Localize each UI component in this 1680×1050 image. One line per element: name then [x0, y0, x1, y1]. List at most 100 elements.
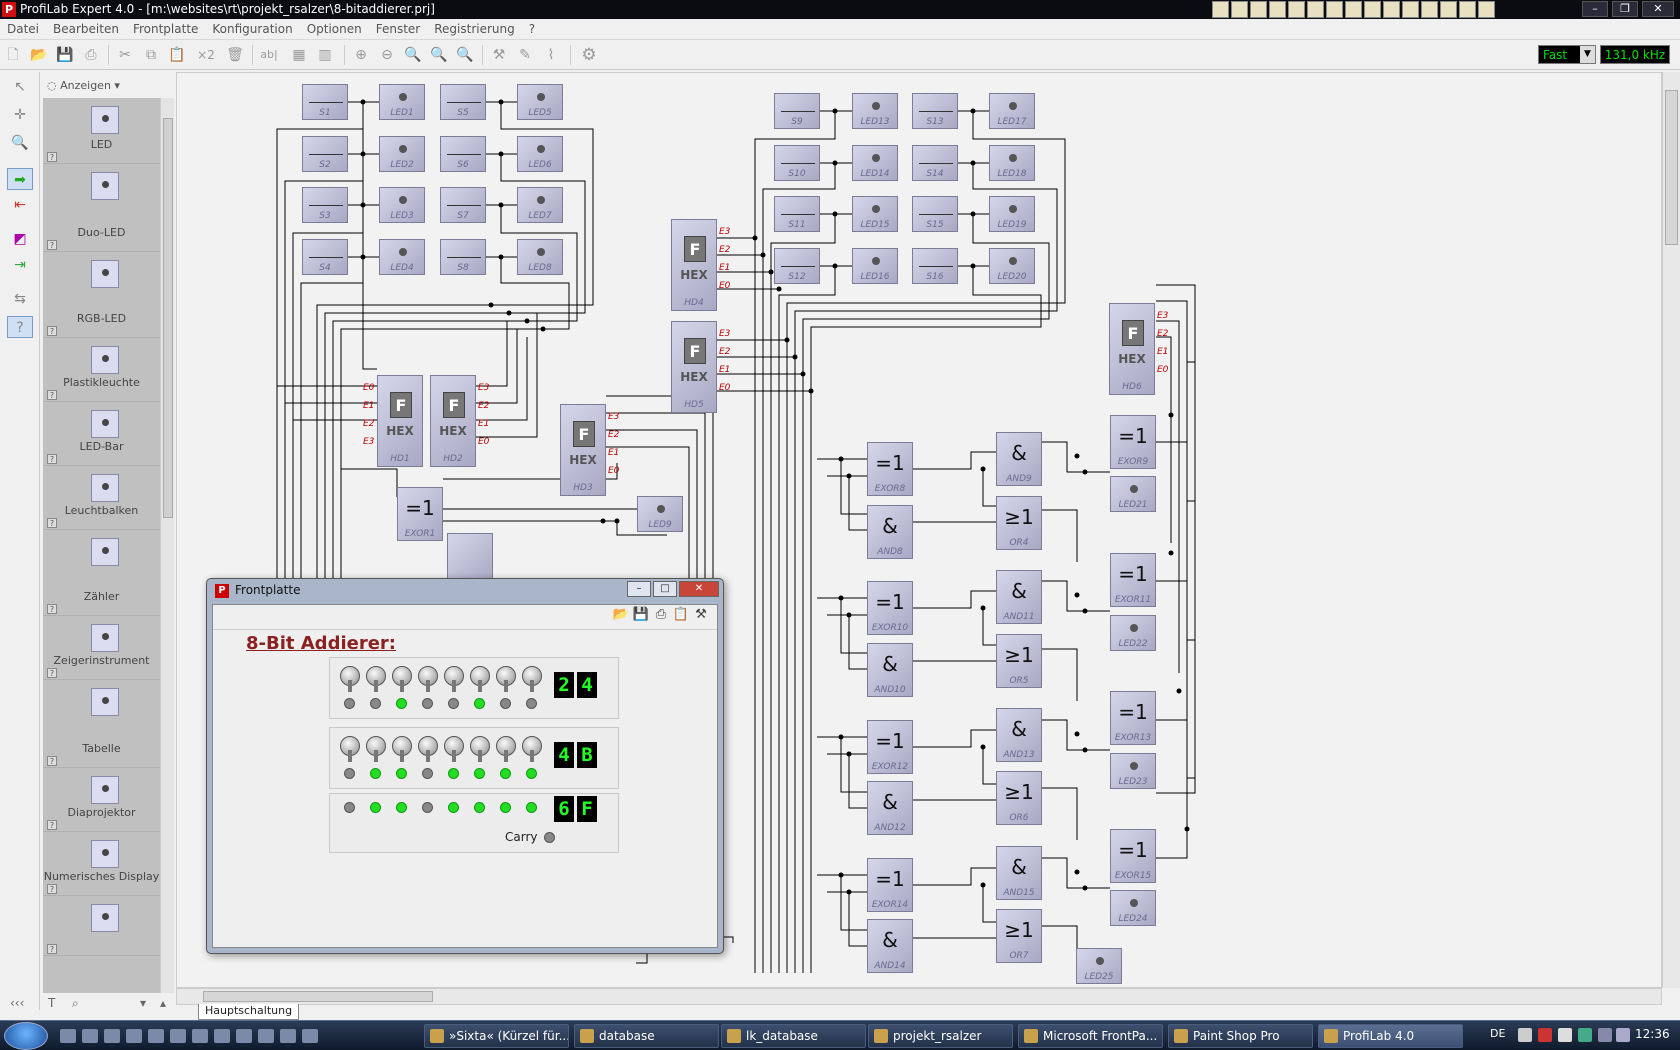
- led-LED20[interactable]: LED20: [989, 248, 1035, 284]
- gate-AND13[interactable]: &AND13: [996, 708, 1042, 762]
- taskbar-button[interactable]: »Sixta« (Kürzel für...: [424, 1024, 569, 1048]
- toggle-switch[interactable]: [366, 736, 386, 770]
- quicklaunch-icon[interactable]: [82, 1029, 98, 1043]
- arrow-up-icon[interactable]: ▴: [160, 996, 167, 1010]
- toggle-switch[interactable]: [340, 736, 360, 770]
- toggle-switch[interactable]: [418, 736, 438, 770]
- menu-frontplatte[interactable]: Frontplatte: [132, 22, 199, 36]
- library-item[interactable]: Duo-LED?: [43, 164, 160, 252]
- gate-AND8[interactable]: &AND8: [867, 505, 913, 559]
- quicklaunch-icon[interactable]: [104, 1029, 120, 1043]
- firefox-icon[interactable]: [170, 1029, 186, 1043]
- toggle-switch[interactable]: [470, 666, 490, 700]
- help-icon[interactable]: ?: [47, 152, 57, 162]
- led-LED5[interactable]: LED5: [517, 84, 563, 120]
- led-LED24[interactable]: LED24: [1110, 890, 1156, 926]
- led-LED17[interactable]: LED17: [989, 93, 1035, 129]
- menu-konfiguration[interactable]: Konfiguration: [212, 22, 293, 36]
- menu-datei[interactable]: Datei: [7, 22, 40, 36]
- led-LED6[interactable]: LED6: [517, 136, 563, 172]
- switch-S13[interactable]: S13: [912, 93, 958, 129]
- led-LED14[interactable]: LED14: [852, 145, 898, 181]
- help-pointer-icon[interactable]: ?: [7, 316, 33, 338]
- tray-icon[interactable]: [1598, 1028, 1612, 1042]
- arrow-down-icon[interactable]: ▾: [140, 996, 147, 1010]
- taskbar-button[interactable]: ProfiLab 4.0: [1318, 1024, 1463, 1048]
- grid-icon[interactable]: ▦: [292, 47, 306, 63]
- led-LED4[interactable]: LED4: [379, 239, 425, 275]
- taskbar-button[interactable]: Paint Shop Pro: [1168, 1024, 1313, 1048]
- library-item[interactable]: LED-Bar?: [43, 402, 160, 466]
- word-icon[interactable]: [1383, 1, 1400, 18]
- tray-icon[interactable]: [1538, 1028, 1552, 1042]
- print-icon[interactable]: ⎙: [85, 47, 97, 63]
- save-icon[interactable]: 💾: [632, 607, 650, 622]
- vertical-scrollbar[interactable]: [1662, 72, 1680, 988]
- cut-icon[interactable]: ✂: [119, 47, 131, 63]
- taskbar-button[interactable]: Microsoft FrontPa...: [1018, 1024, 1163, 1048]
- close-button[interactable]: ✕: [1642, 1, 1674, 17]
- swap-icon[interactable]: ⇆: [14, 291, 26, 307]
- minimize-button[interactable]: –: [627, 581, 651, 597]
- library-item[interactable]: Tabelle?: [43, 680, 160, 768]
- magnifier-icon[interactable]: 🔍: [11, 135, 29, 151]
- led-LED25[interactable]: LED25: [1076, 948, 1122, 984]
- settings-gear-icon[interactable]: ⚙: [581, 45, 597, 65]
- toggle-switch[interactable]: [496, 736, 516, 770]
- library-header[interactable]: ◌ Anzeigen ▾: [47, 79, 120, 92]
- taskbar-button[interactable]: lk_database: [721, 1024, 866, 1048]
- gate-partial[interactable]: [447, 533, 493, 583]
- switch-S16[interactable]: S16: [912, 248, 958, 284]
- gate-AND11[interactable]: &AND11: [996, 570, 1042, 624]
- menu-bearbeiten[interactable]: Bearbeiten: [53, 22, 119, 36]
- toggle-switch[interactable]: [522, 666, 542, 700]
- led-LED7[interactable]: LED7: [517, 187, 563, 223]
- io-icon[interactable]: ⇥: [14, 257, 26, 273]
- switch-S15[interactable]: S15: [912, 196, 958, 232]
- led-LED19[interactable]: LED19: [989, 196, 1035, 232]
- led-LED1[interactable]: LED1: [379, 84, 425, 120]
- library-item[interactable]: Diaprojektor?: [43, 768, 160, 832]
- help-icon[interactable]: ?: [47, 756, 57, 766]
- led-LED2[interactable]: LED2: [379, 136, 425, 172]
- led-LED18[interactable]: LED18: [989, 145, 1035, 181]
- led-LED16[interactable]: LED16: [852, 248, 898, 284]
- gate-AND14[interactable]: &AND14: [867, 919, 913, 973]
- text-icon[interactable]: ab|: [260, 48, 278, 61]
- mail-icon[interactable]: [1269, 1, 1286, 18]
- open-folder-icon[interactable]: 📂: [30, 47, 48, 63]
- start-button[interactable]: [4, 1022, 48, 1050]
- library-item[interactable]: Zeigerinstrument?: [43, 616, 160, 680]
- excel-icon[interactable]: [1402, 1, 1419, 18]
- quicklaunch-icon[interactable]: [60, 1029, 76, 1043]
- minimize-button[interactable]: –: [1582, 1, 1608, 17]
- chevron-down-icon[interactable]: ▼: [1580, 46, 1595, 63]
- switch-S6[interactable]: S6: [440, 136, 486, 172]
- quicklaunch-icon[interactable]: [214, 1029, 230, 1043]
- zoom-out-icon[interactable]: ⊖: [381, 47, 393, 63]
- copy-icon[interactable]: ⧉: [146, 47, 156, 63]
- run-arrow-icon[interactable]: ➡: [7, 168, 33, 190]
- crosshair-icon[interactable]: ✛: [14, 107, 26, 123]
- clipboard-icon[interactable]: 📋: [672, 607, 690, 622]
- switch-S7[interactable]: S7: [440, 187, 486, 223]
- app-icon[interactable]: [1288, 1, 1305, 18]
- switch-S10[interactable]: S10: [774, 145, 820, 181]
- toggle-switch[interactable]: [366, 666, 386, 700]
- app-icon[interactable]: [1345, 1, 1362, 18]
- app-icon[interactable]: [1440, 1, 1457, 18]
- toggle-switch[interactable]: [444, 736, 464, 770]
- gate-AND10[interactable]: &AND10: [867, 643, 913, 697]
- paste-icon[interactable]: 📋: [168, 47, 186, 63]
- toggle-switch[interactable]: [522, 736, 542, 770]
- close-button[interactable]: ✕: [679, 581, 719, 597]
- taskbar-button[interactable]: database: [574, 1024, 719, 1048]
